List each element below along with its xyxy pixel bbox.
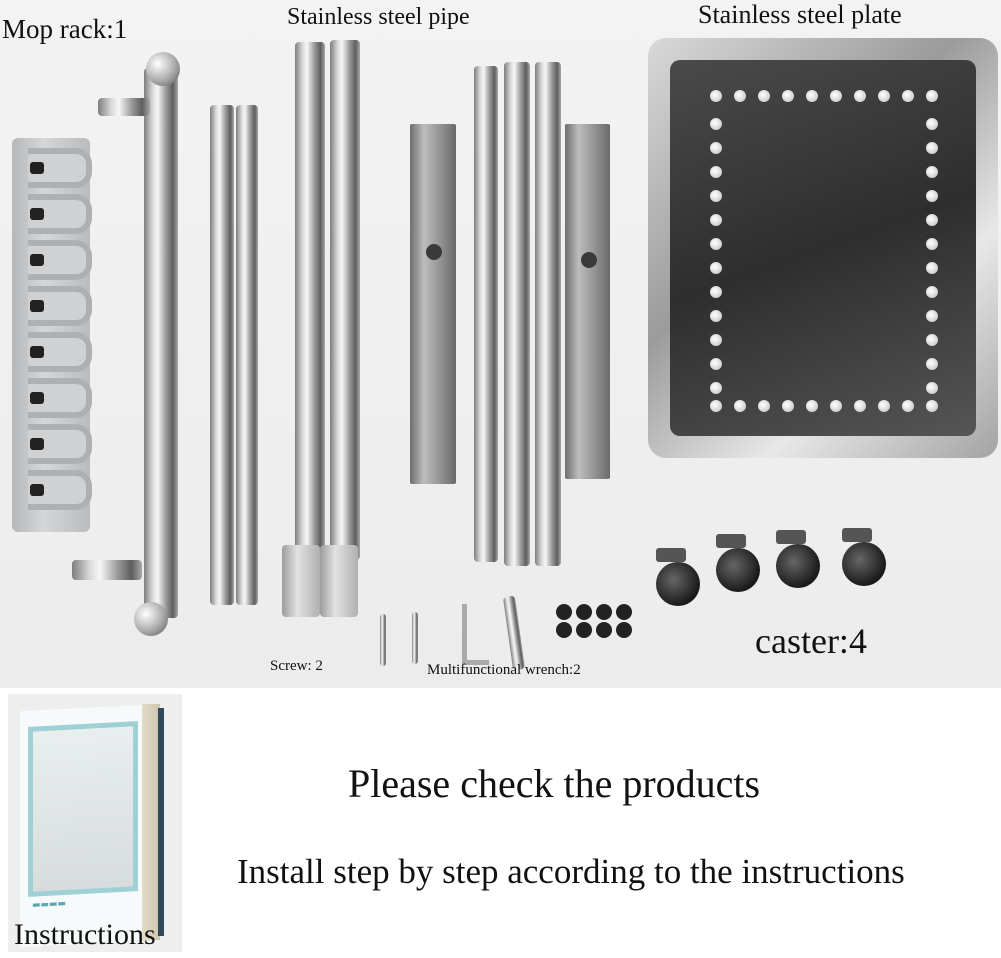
- tray-rivet: [710, 238, 722, 250]
- mop-rack-bar: [144, 68, 178, 618]
- caster-wheel: [776, 530, 820, 588]
- instructions-label: Instructions: [14, 918, 156, 951]
- tray-rivet: [710, 400, 722, 412]
- pipe-foot: [282, 545, 320, 617]
- tray-rivet: [926, 310, 938, 322]
- headline: Please check the products: [348, 761, 761, 806]
- tray-rivet: [830, 90, 842, 102]
- tray-rivet: [734, 90, 746, 102]
- tray-rivet: [926, 262, 938, 274]
- screw: [412, 612, 418, 664]
- steel-plate-label: Stainless steel plate: [698, 0, 902, 29]
- tray-rivet: [710, 142, 722, 154]
- tray-rivet: [806, 90, 818, 102]
- tray-rivet: [710, 334, 722, 346]
- tray-rivet: [926, 190, 938, 202]
- tray-rivet: [710, 358, 722, 370]
- steel-pipe-label: Stainless steel pipe: [287, 4, 470, 30]
- tray-rivet: [926, 142, 938, 154]
- caster-wheel: [656, 548, 700, 606]
- tray-rivet: [782, 90, 794, 102]
- tray-rivet: [926, 214, 938, 226]
- steel-pipe: [330, 40, 360, 560]
- tray-rivet: [926, 238, 938, 250]
- tray-rivet: [782, 400, 794, 412]
- caster-label: caster:4: [755, 621, 867, 661]
- square-base-tube: [410, 124, 456, 484]
- tray-rivet: [902, 400, 914, 412]
- caster-wheel: [842, 528, 886, 586]
- tray-rivet: [710, 262, 722, 274]
- steel-pipe: [474, 66, 498, 562]
- tray-rivet: [926, 382, 938, 394]
- tray-rivet: [710, 382, 722, 394]
- rubber-pads: [556, 604, 634, 638]
- tray-rivet: [902, 90, 914, 102]
- instructions-booklet: ▬▬▬▬: [8, 694, 182, 952]
- steel-pipe: [295, 42, 325, 562]
- tray-rivet: [734, 400, 746, 412]
- rack-bottom-ball: [134, 602, 168, 636]
- tray-rivet: [830, 400, 842, 412]
- tray-rivet: [758, 400, 770, 412]
- hex-key: [462, 604, 489, 665]
- tray-rivet: [926, 90, 938, 102]
- subline: Install step by step according to the in…: [237, 852, 905, 891]
- wrench-label: Multifunctional wrench:2: [427, 662, 581, 678]
- pipe-foot: [320, 545, 358, 617]
- tray-rivet: [926, 358, 938, 370]
- tray-rivet: [926, 166, 938, 178]
- rack-top-bracket: [98, 98, 150, 116]
- screw: [380, 614, 386, 666]
- mop-rack-label: Mop rack:1: [2, 14, 128, 44]
- rack-top-ball: [146, 52, 180, 86]
- steel-pipe: [504, 62, 530, 566]
- square-base-tube: [565, 124, 610, 479]
- tray-rivet: [878, 90, 890, 102]
- tray-rivet: [926, 400, 938, 412]
- tray-rivet: [710, 286, 722, 298]
- tray-rivet: [710, 166, 722, 178]
- steel-pipe: [535, 62, 561, 566]
- tray-rivet: [878, 400, 890, 412]
- steel-plate-tray: [648, 38, 998, 458]
- mop-holder-strip: [12, 138, 92, 532]
- rack-bottom-bracket: [72, 560, 142, 580]
- tray-rivet: [758, 90, 770, 102]
- tray-rivet: [926, 118, 938, 130]
- tray-rivet: [926, 286, 938, 298]
- tray-rivet: [710, 190, 722, 202]
- tray-rivet: [710, 118, 722, 130]
- tray-rivet: [854, 400, 866, 412]
- tray-rivet: [854, 90, 866, 102]
- tray-rivet: [806, 400, 818, 412]
- caster-wheel: [716, 534, 760, 592]
- steel-pipe: [236, 105, 258, 605]
- tray-rivet: [926, 334, 938, 346]
- tray-rivet: [710, 214, 722, 226]
- tray-rivet: [710, 90, 722, 102]
- product-photo: Mop rack:1 Stainless steel pipe Stainles…: [0, 0, 1001, 688]
- steel-pipe: [210, 105, 234, 605]
- screw-label: Screw: 2: [270, 658, 323, 674]
- tray-rivet: [710, 310, 722, 322]
- wrench: [502, 595, 526, 671]
